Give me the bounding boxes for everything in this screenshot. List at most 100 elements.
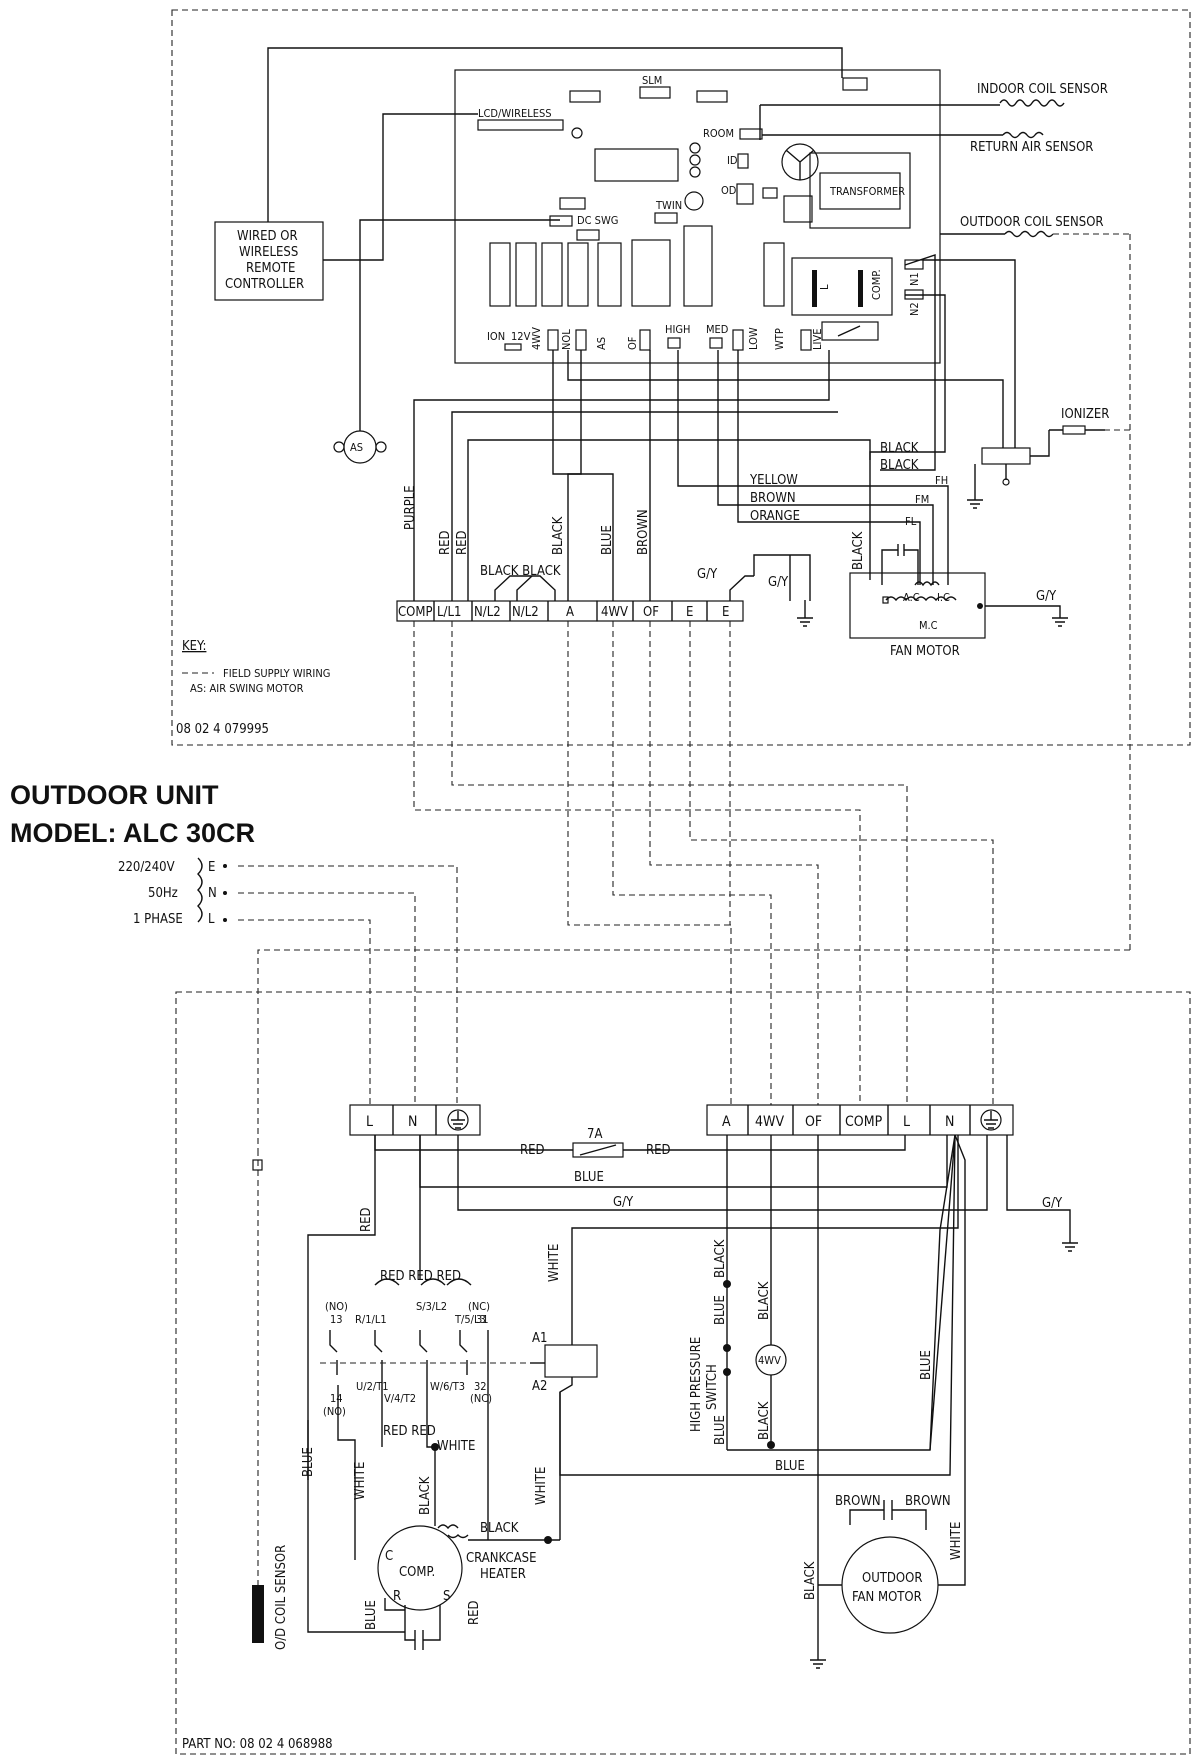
indoor-part-no: 08 02 4 079995 (176, 722, 269, 737)
outdoor-terminal-right: A 4WV OF COMP L N (706, 1104, 1014, 1136)
fan-motor-ic: I.C (937, 591, 950, 604)
svg-text:RED RED RED: RED RED RED (380, 1269, 461, 1284)
terminal-of: OF (643, 605, 659, 620)
label-high: HIGH (665, 323, 690, 336)
svg-text:BLUE: BLUE (574, 1170, 604, 1185)
label-12v: 12V (511, 330, 531, 343)
label-slm: SLM (642, 74, 662, 87)
label-dc-swg: DC SWG (577, 214, 618, 227)
svg-text:T/5/L3: T/5/L3 (454, 1313, 486, 1326)
svg-text:BLACK: BLACK (880, 458, 919, 473)
label-wtp: WTP (773, 328, 786, 350)
indoor-sensors: INDOOR COIL SENSOR RETURN AIR SENSOR OUT… (759, 82, 1131, 950)
fuse-label: 7A (587, 1127, 602, 1142)
svg-text:A1: A1 (532, 1331, 547, 1346)
terminal-right-comp: COMP (845, 1114, 883, 1130)
svg-text:BLACK: BLACK (803, 1561, 818, 1600)
svg-text:WHITE: WHITE (949, 1522, 964, 1560)
svg-text:RED: RED (359, 1207, 374, 1232)
terminal-n-l2-b: N/L2 (512, 605, 539, 620)
control-board: SLM LCD/WIRELESS ROOM ID OD TRANSFORM (454, 69, 941, 364)
terminal-e2: E (722, 605, 729, 620)
svg-text:G/Y: G/Y (1042, 1196, 1063, 1211)
svg-text:RED RED: RED RED (383, 1424, 436, 1439)
fan-motor-mc: M.C (919, 619, 938, 632)
svg-text:G/Y: G/Y (1036, 589, 1057, 604)
terminal-right-a: A (722, 1114, 731, 1130)
outdoor-coil-sensor-label: OUTDOOR COIL SENSOR (960, 215, 1104, 230)
outdoor-terminal-left: L N (349, 1104, 481, 1136)
terminal-l-l1: L/L1 (437, 605, 461, 620)
svg-text:13: 13 (330, 1313, 343, 1326)
return-air-sensor-label: RETURN AIR SENSOR (970, 140, 1093, 155)
supply-freq: 50Hz (148, 886, 178, 901)
contactor-coil (544, 1344, 598, 1378)
svg-text:BLACK: BLACK (851, 531, 866, 570)
svg-text:BROWN: BROWN (835, 1494, 881, 1509)
supply-e: E (208, 860, 215, 875)
svg-text:BLUE: BLUE (600, 525, 615, 555)
label-ion: ION (487, 330, 505, 343)
terminal-a: A (566, 605, 574, 620)
svg-text:BLUE: BLUE (364, 1600, 379, 1630)
supply-phase: 1 PHASE (133, 912, 183, 927)
svg-text:WIRELESS: WIRELESS (239, 245, 298, 260)
fan-motor-label: FAN MOTOR (890, 644, 960, 659)
svg-text:RED: RED (455, 530, 470, 555)
svg-text:BLACK: BLACK (551, 516, 566, 555)
svg-text:BLACK: BLACK (418, 1476, 433, 1515)
earth-icon-right (980, 1109, 1002, 1131)
comp-label: COMP. (399, 1565, 435, 1580)
svg-text:(NC): (NC) (468, 1300, 490, 1313)
fan-motor-ac: A.C (903, 591, 920, 604)
svg-text:PURPLE: PURPLE (403, 485, 418, 530)
svg-text:U/2/T1: U/2/T1 (356, 1380, 389, 1393)
label-transformer: TRANSFORMER (829, 185, 905, 198)
svg-text:BLUE: BLUE (919, 1350, 934, 1380)
as-motor-label: AS (350, 441, 363, 454)
comp-s: S (443, 1589, 450, 1604)
terminal-right-4wv: 4WV (755, 1114, 784, 1130)
contactor: RED RED RED RED (NO) 13 R/1/L1 S/3/L2 T/… (301, 1135, 959, 1633)
svg-text:WHITE: WHITE (547, 1244, 562, 1282)
comp-r: R (393, 1589, 401, 1604)
power-supply: 220/240V 50Hz 1 PHASE E N L (118, 857, 227, 927)
svg-text:WHITE: WHITE (534, 1467, 549, 1505)
svg-text:R/1/L1: R/1/L1 (355, 1313, 387, 1326)
earth-icon-left (447, 1109, 469, 1131)
key-line2: AS: AIR SWING MOTOR (190, 682, 304, 695)
label-low: LOW (747, 327, 760, 350)
terminal-right-l: L (903, 1114, 910, 1130)
svg-text:BLACK: BLACK (757, 1401, 772, 1440)
indoor-coil-sensor-icon (999, 99, 1065, 107)
terminal-comp: COMP (398, 605, 433, 620)
outdoor-right-circuit: BLACK BLUE HIGH PRESSURE SWITCH BLUE 4WV… (559, 1134, 966, 1669)
indoor-coil-sensor-label: INDOOR COIL SENSOR (977, 82, 1108, 97)
label-od: OD (721, 184, 737, 197)
svg-text:A2: A2 (532, 1379, 547, 1394)
ionizer-label: IONIZER (1061, 407, 1109, 422)
air-swing-motor: AS (333, 219, 560, 464)
terminal-right-of: OF (805, 1114, 822, 1130)
svg-text:BLUE: BLUE (713, 1295, 728, 1325)
label-med: MED (706, 323, 729, 336)
svg-text:14: 14 (330, 1392, 343, 1405)
od-coil-sensor: O/D COIL SENSOR (252, 1150, 289, 1650)
svg-text:G/Y: G/Y (768, 575, 789, 590)
svg-text:BROWN: BROWN (750, 491, 796, 506)
svg-text:BLACK: BLACK (713, 1239, 728, 1278)
label-nol: NOL (560, 329, 573, 350)
label-comp-relay: COMP. (870, 269, 883, 300)
terminal-left-n: N (408, 1114, 417, 1130)
label-l-relay: L (818, 284, 831, 290)
terminal-n-l2-a: N/L2 (474, 605, 501, 620)
indoor-wiring (413, 254, 1068, 627)
label-4wv-board: 4WV (530, 327, 543, 350)
svg-text:(NO): (NO) (323, 1405, 346, 1418)
svg-text:FM: FM (915, 493, 929, 506)
svg-text:V/4/T2: V/4/T2 (384, 1392, 416, 1405)
supply-l: L (208, 912, 215, 927)
svg-text:BLACK: BLACK (880, 441, 919, 456)
fan-motor-2: FAN MOTOR (852, 1590, 922, 1605)
key-title: KEY: (182, 639, 206, 654)
